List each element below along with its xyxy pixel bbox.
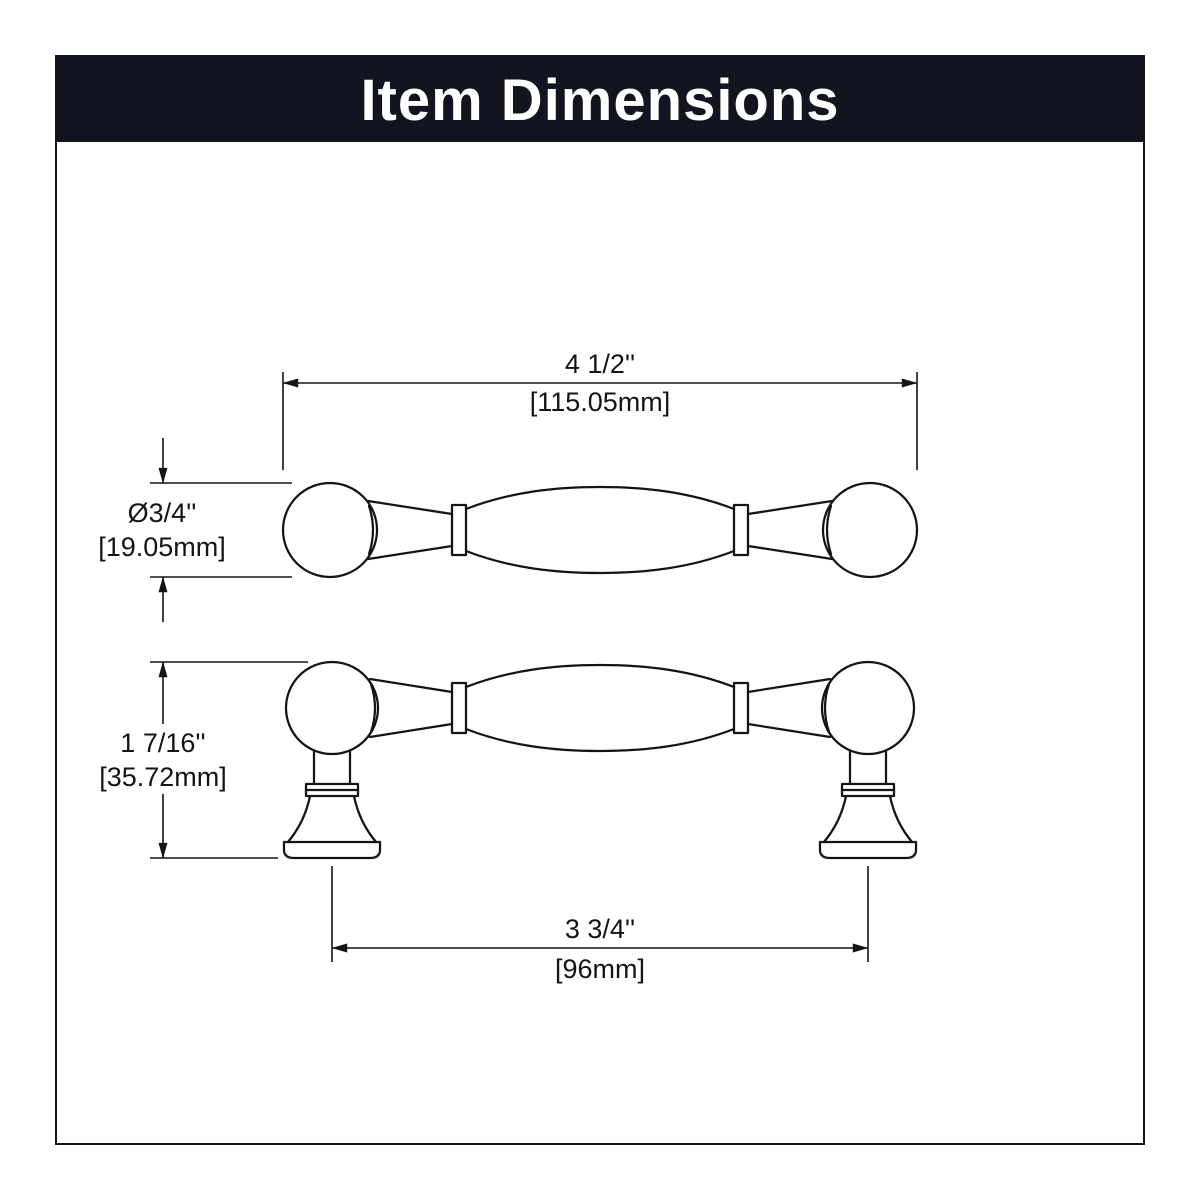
length-mm-label: [115.05mm] xyxy=(530,387,671,417)
side-right-knob xyxy=(820,660,916,756)
diameter-dimension: Ø3/4'' [19.05mm] xyxy=(98,438,292,622)
handle-side-view xyxy=(282,660,918,860)
title-banner: Item Dimensions xyxy=(56,56,1144,142)
front-left-knob xyxy=(281,481,379,579)
diameter-inches-label: Ø3/4'' xyxy=(128,498,197,528)
handle-front-view xyxy=(281,481,919,579)
height-dimension: 1 7/16'' [35.72mm] xyxy=(99,661,308,859)
center-to-center-inches-label: 3 3/4'' xyxy=(565,914,635,944)
center-to-center-dimension: 3 3/4'' [96mm] xyxy=(331,866,869,984)
diameter-mm-label: [19.05mm] xyxy=(98,532,226,562)
length-dimension: 4 1/2'' [115.05mm] xyxy=(282,349,918,470)
left-post xyxy=(282,748,382,860)
length-inches-label: 4 1/2'' xyxy=(565,349,635,379)
right-post xyxy=(818,748,918,860)
height-inches-label: 1 7/16'' xyxy=(120,728,205,758)
side-left-knob xyxy=(284,660,380,756)
page-title: Item Dimensions xyxy=(360,68,839,133)
center-to-center-mm-label: [96mm] xyxy=(555,954,645,984)
front-right-knob xyxy=(821,481,919,579)
height-mm-label: [35.72mm] xyxy=(99,762,227,792)
